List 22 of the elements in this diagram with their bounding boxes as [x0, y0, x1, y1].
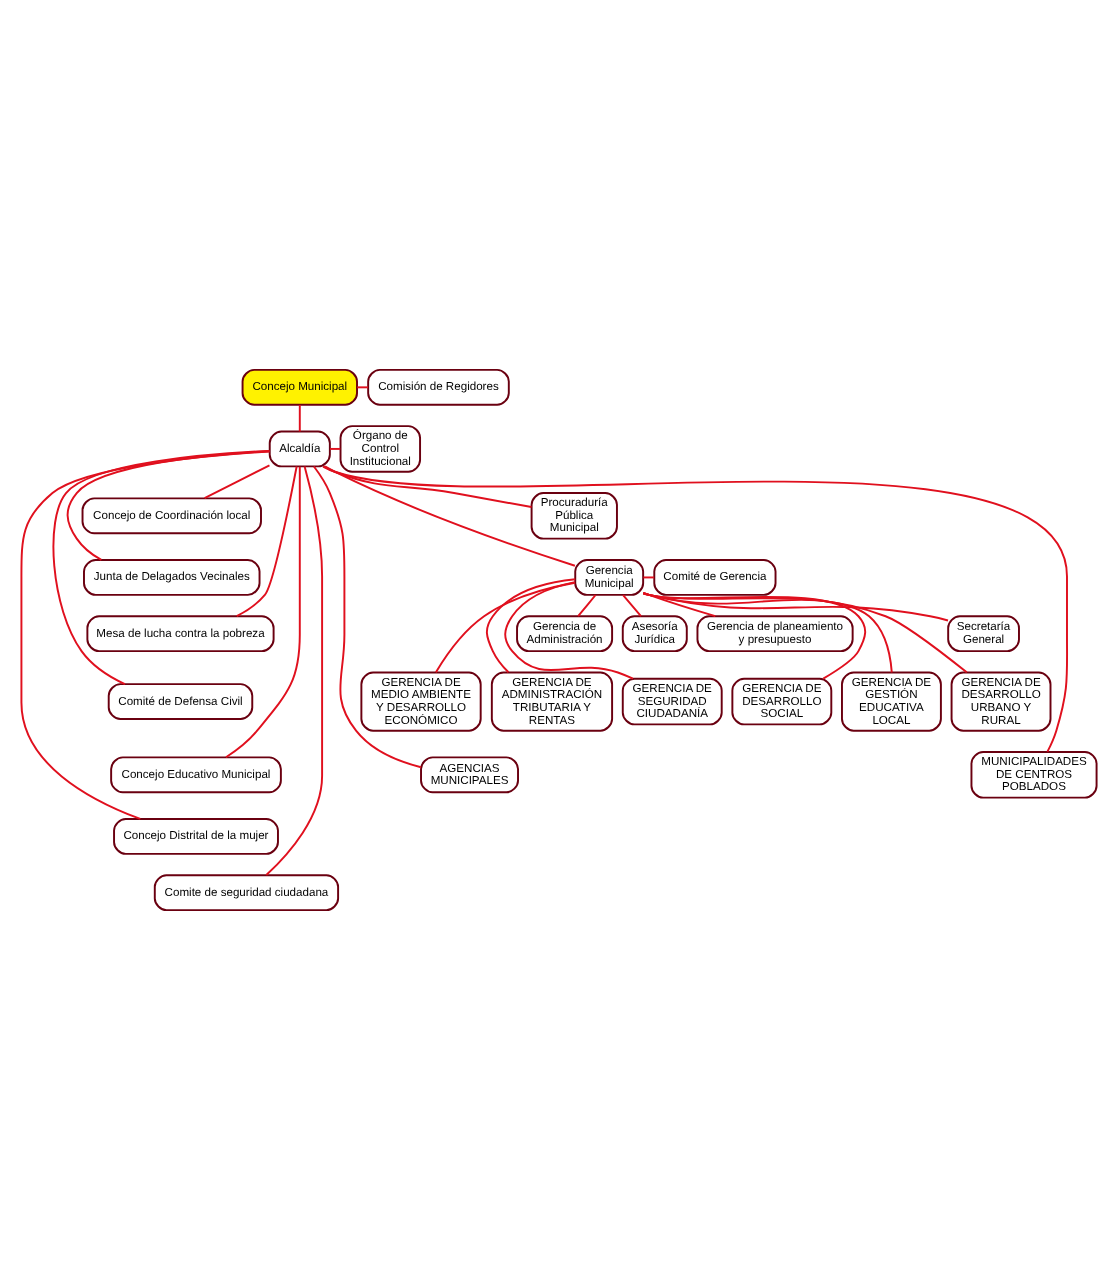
connector: [265, 464, 324, 876]
connector: [298, 402, 301, 432]
connector: [642, 590, 717, 617]
connector: [577, 593, 597, 617]
connector: [485, 577, 577, 673]
connector: [225, 464, 301, 758]
connector: [312, 464, 422, 768]
connector: [329, 446, 342, 449]
connector: [324, 464, 576, 566]
connector: [322, 464, 1069, 752]
connector: [642, 591, 893, 673]
connector: [356, 385, 369, 388]
connector: [622, 593, 642, 617]
connector: [642, 591, 968, 673]
connector: [52, 448, 271, 685]
connector: [434, 580, 576, 673]
connector: [642, 591, 949, 621]
connector: [642, 575, 656, 578]
connector: [203, 463, 271, 499]
connector: [504, 580, 634, 679]
connector: [235, 464, 298, 617]
connector: [642, 591, 867, 679]
